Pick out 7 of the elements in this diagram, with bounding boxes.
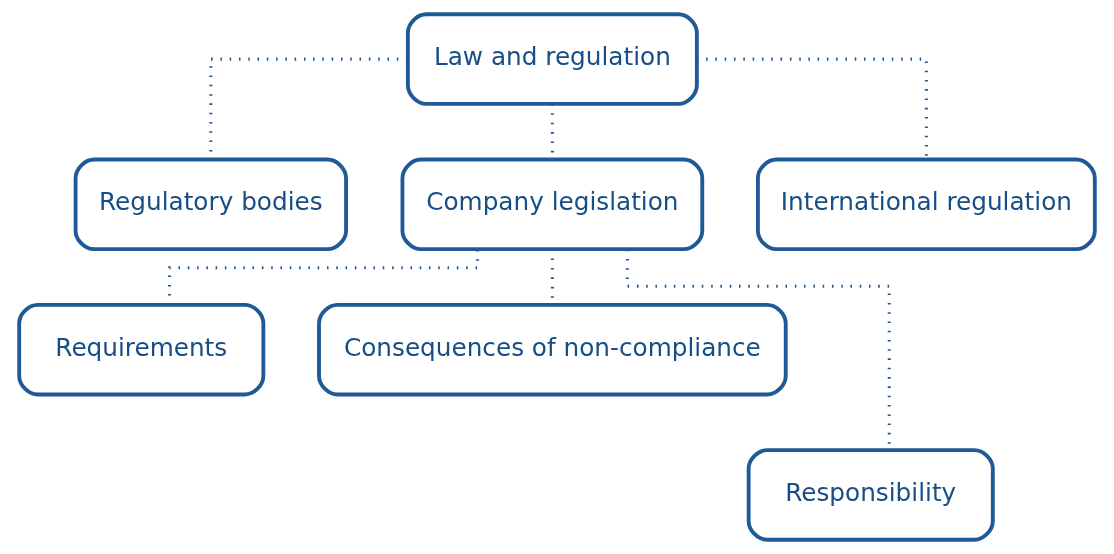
node-box: Consequences of non-compliance	[317, 302, 788, 397]
node-box: Requirements	[17, 302, 266, 397]
node-box: International regulation	[756, 157, 1097, 252]
node-box: Regulatory bodies	[73, 157, 348, 252]
node-box: Responsibility	[746, 448, 995, 542]
node-box: Company legislation	[400, 157, 705, 252]
node-box: Law and regulation	[405, 12, 699, 106]
